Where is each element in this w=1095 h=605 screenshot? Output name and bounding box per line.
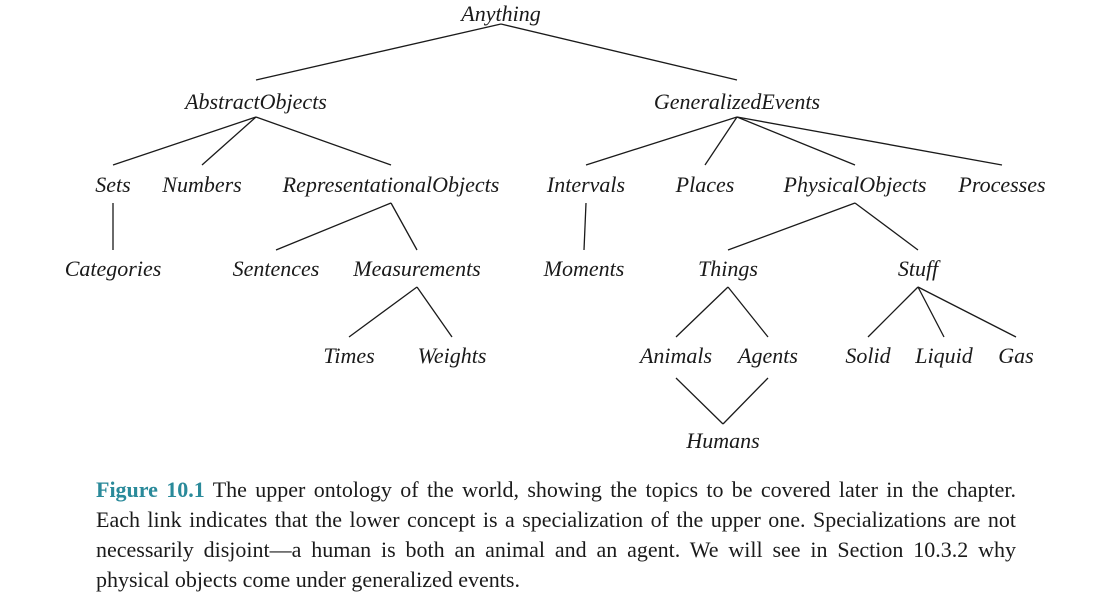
caption-text: The upper ontology of the world, showing…: [96, 477, 1016, 592]
edge-abstract-to-numbers: [201, 116, 257, 166]
node-physobj: PhysicalObjects: [783, 172, 927, 197]
node-animals: Animals: [638, 343, 712, 368]
edge-agents-to-humans: [722, 377, 769, 425]
figure-caption: Figure 10.1 The upper ontology of the wo…: [96, 475, 1016, 595]
edge-measurements-to-times: [348, 286, 418, 338]
node-categories: Categories: [65, 256, 162, 281]
edge-repobj-to-measurements: [390, 202, 418, 251]
node-liquid: Liquid: [914, 343, 973, 368]
edge-things-to-animals: [675, 286, 729, 338]
edges-layer: [112, 23, 1017, 425]
node-processes: Processes: [957, 172, 1045, 197]
edge-stuff-to-liquid: [917, 286, 945, 338]
node-humans: Humans: [685, 428, 759, 453]
edge-genevents-to-processes: [736, 116, 1003, 166]
figure-number-label: Figure 10.1: [96, 477, 205, 502]
edge-anything-to-genevents: [500, 23, 738, 81]
node-moments: Moments: [543, 256, 625, 281]
node-anything: Anything: [459, 1, 540, 26]
edge-intervals-to-moments: [583, 202, 587, 251]
edge-stuff-to-solid: [867, 286, 919, 338]
edge-anything-to-abstract: [255, 23, 502, 81]
edge-genevents-to-intervals: [585, 116, 738, 166]
node-solid: Solid: [845, 343, 891, 368]
edge-abstract-to-repobj: [255, 116, 392, 166]
node-sets: Sets: [95, 172, 130, 197]
node-genevents: GeneralizedEvents: [654, 89, 820, 114]
node-abstract: AbstractObjects: [183, 89, 327, 114]
edge-physobj-to-stuff: [854, 202, 919, 251]
node-numbers: Numbers: [161, 172, 241, 197]
node-weights: Weights: [418, 343, 487, 368]
edge-abstract-to-sets: [112, 116, 257, 166]
node-things: Things: [698, 256, 758, 281]
node-agents: Agents: [736, 343, 798, 368]
edge-genevents-to-physobj: [736, 116, 856, 166]
node-times: Times: [323, 343, 374, 368]
node-places: Places: [675, 172, 735, 197]
node-intervals: Intervals: [546, 172, 625, 197]
node-gas: Gas: [998, 343, 1033, 368]
node-stuff: Stuff: [898, 256, 941, 281]
edge-genevents-to-places: [704, 116, 738, 166]
node-repobj: RepresentationalObjects: [282, 172, 500, 197]
edge-animals-to-humans: [675, 377, 724, 425]
edge-physobj-to-things: [727, 202, 856, 251]
node-measurements: Measurements: [352, 256, 481, 281]
edge-things-to-agents: [727, 286, 769, 338]
node-sentences: Sentences: [233, 256, 320, 281]
edge-measurements-to-weights: [416, 286, 453, 338]
edge-repobj-to-sentences: [275, 202, 392, 251]
edge-stuff-to-gas: [917, 286, 1017, 338]
